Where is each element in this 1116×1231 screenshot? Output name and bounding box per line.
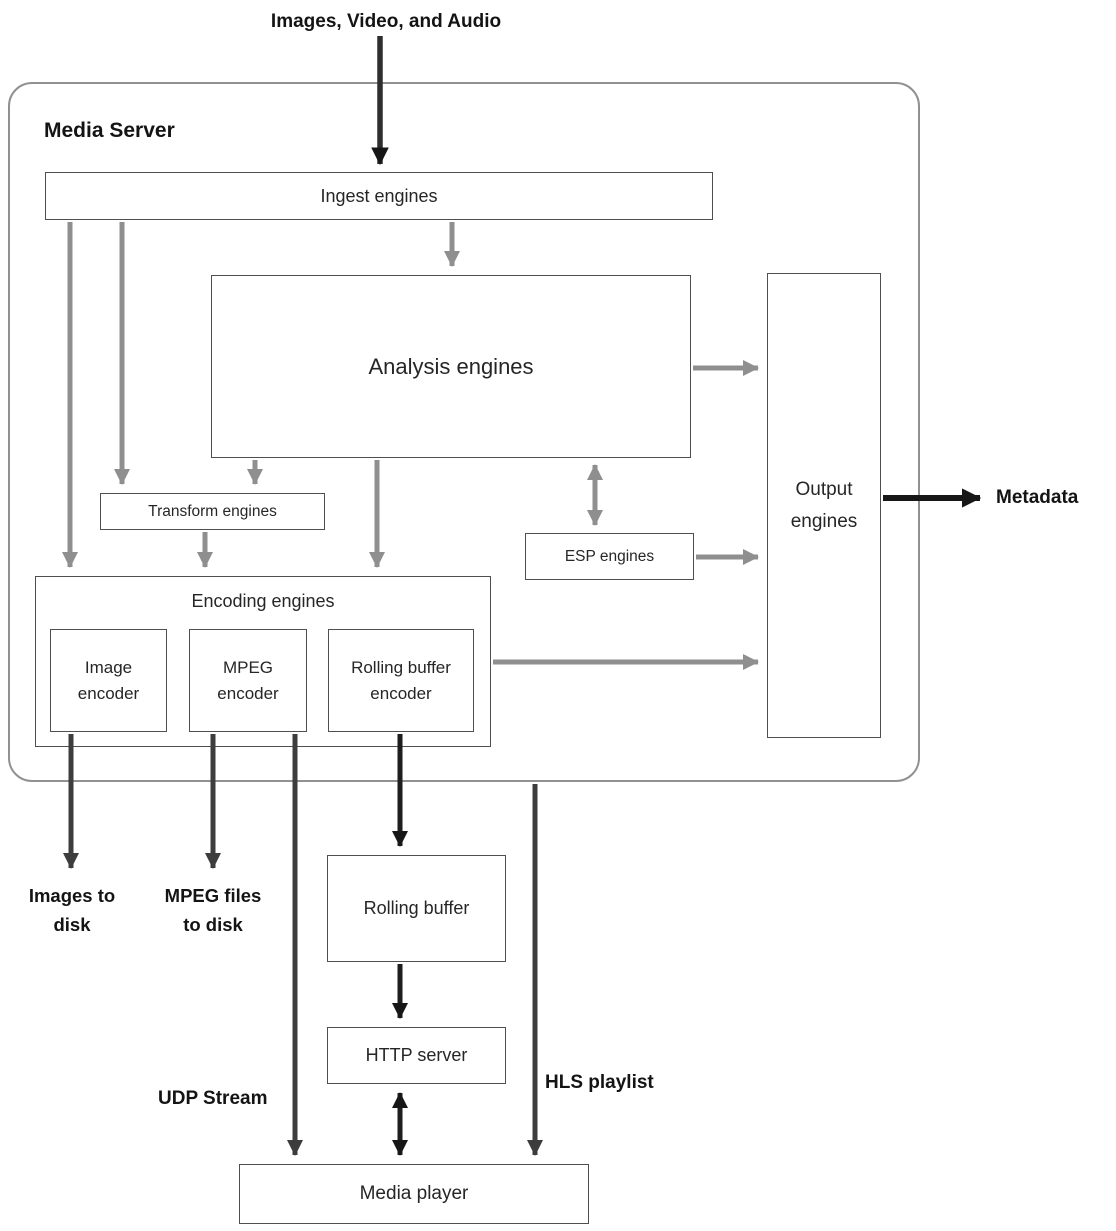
http-server-label: HTTP server bbox=[365, 1045, 468, 1065]
input-label: Images, Video, and Audio bbox=[270, 11, 502, 32]
rolling-buffer-box: Rolling buffer bbox=[327, 855, 506, 962]
hls-playlist-label: HLS playlist bbox=[545, 1072, 654, 1093]
rolling-buffer-label: Rolling buffer bbox=[363, 898, 470, 918]
ingest-engines-box: Ingest engines bbox=[45, 172, 713, 220]
output-engines-box: Output engines bbox=[767, 273, 881, 738]
esp-engines-box: ESP engines bbox=[525, 533, 694, 580]
image-encoder-box: Image encoder bbox=[50, 629, 167, 732]
metadata-label: Metadata bbox=[996, 487, 1079, 508]
mpeg-encoder-label: MPEG encoder bbox=[217, 658, 279, 703]
media-player-box: Media player bbox=[239, 1164, 589, 1224]
ingest-engines-label: Ingest engines bbox=[320, 185, 438, 206]
encoding-engines-label: Encoding engines bbox=[191, 591, 335, 611]
analysis-engines-label: Analysis engines bbox=[368, 353, 534, 379]
rolling-buffer-encoder-label: Rolling buffer encoder bbox=[351, 658, 451, 703]
udp-stream-label: UDP Stream bbox=[158, 1088, 268, 1109]
media-player-label: Media player bbox=[359, 1183, 469, 1204]
mpeg-files-to-disk-label: MPEG files to disk bbox=[164, 885, 262, 935]
analysis-engines-box: Analysis engines bbox=[211, 275, 691, 458]
media-server-title: Media Server bbox=[44, 119, 175, 142]
http-server-box: HTTP server bbox=[327, 1027, 506, 1084]
images-to-disk-label: Images to disk bbox=[28, 885, 116, 935]
esp-engines-label: ESP engines bbox=[564, 547, 655, 565]
transform-engines-box: Transform engines bbox=[100, 493, 325, 530]
rolling-buffer-encoder-box: Rolling buffer encoder bbox=[328, 629, 474, 732]
mpeg-encoder-box: MPEG encoder bbox=[189, 629, 307, 732]
image-encoder-label: Image encoder bbox=[77, 658, 140, 703]
output-engines-label: Output engines bbox=[790, 479, 858, 532]
transform-engines-label: Transform engines bbox=[148, 502, 277, 520]
